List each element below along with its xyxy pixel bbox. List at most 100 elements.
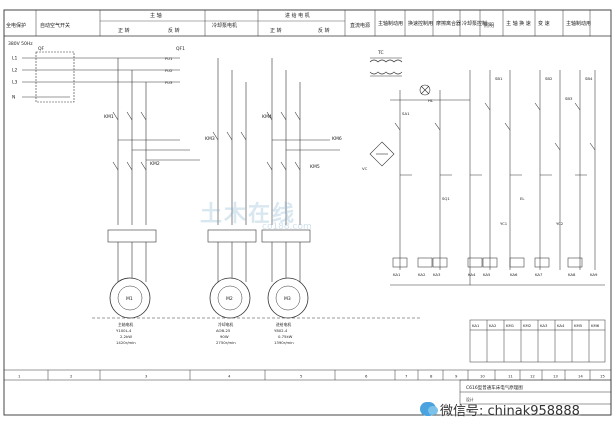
relay-label: KA5 [483, 272, 491, 277]
header-cell: 正 转 [118, 27, 130, 34]
contactor-label: KM1 [104, 114, 114, 120]
header-cell: 直流电源 [350, 22, 370, 29]
motor-name: 主轴电机 [118, 322, 133, 327]
transformer [369, 57, 403, 77]
zone-number: 3 [145, 374, 148, 379]
relay-label: KA8 [568, 272, 576, 277]
header-cell: 换速控制用 [408, 20, 433, 27]
header-cell: 反 转 [318, 27, 330, 34]
control-label: YC2 [556, 221, 564, 226]
zone-number: 14 [578, 374, 583, 379]
relay-label: KA9 [590, 272, 598, 277]
title-row: 审核 [466, 408, 474, 413]
fuse-label: FU2 [165, 68, 173, 73]
relay-label: KA2 [418, 272, 426, 277]
watermark-main: 土木在线 [200, 202, 297, 227]
contactor-label: KM4 [262, 114, 272, 120]
control-label: SB3 [565, 96, 573, 101]
header-cell: 照明 [484, 23, 494, 29]
header-cell: 正 转 [270, 27, 282, 34]
phase-label: L2 [12, 68, 18, 74]
header-cell: 自动空气开关 [40, 22, 70, 29]
control-label: VC [362, 166, 368, 171]
zone-number: 12 [530, 374, 535, 379]
header-cell: 主轴制动用 [378, 20, 403, 27]
motor-symbol: M1 [126, 296, 133, 302]
phase-label: L1 [12, 56, 18, 62]
relay-label: KA7 [535, 272, 543, 277]
relay-table-header: KM1 [506, 323, 515, 328]
control-label: HL [428, 98, 434, 103]
zone-number: 1 [18, 374, 21, 379]
zone-number: 7 [405, 374, 408, 379]
motor-m2 [209, 277, 251, 319]
control-label: SB2 [545, 76, 553, 81]
motor-m1 [109, 277, 151, 319]
header-cell: 变 速 [538, 20, 550, 27]
zone-number: 5 [300, 374, 303, 379]
relay-table-header: KM2 [523, 323, 532, 328]
relay-label: KA3 [433, 272, 441, 277]
zone-number: 10 [480, 374, 485, 379]
fuse-label: FU1 [165, 56, 173, 61]
wechat-icon [420, 402, 438, 416]
control-label: EL [520, 196, 525, 201]
transformer-label: TC [377, 50, 384, 56]
watermark-sub: co188.com [262, 222, 312, 232]
zone-number: 15 [600, 374, 605, 379]
relay-table [469, 319, 606, 363]
header-cell: 冷却泵控制 [462, 20, 487, 27]
relay-table-header: KA3 [540, 323, 548, 328]
zone-number: 2 [70, 374, 73, 379]
header-cell: 进 给 电 机 [285, 12, 310, 19]
motor-m3 [267, 277, 309, 319]
header-cell: 主 轴 换 速 [506, 20, 531, 27]
drawing-title: C616型普通车床电气原理图 [466, 384, 523, 391]
lamp [419, 84, 431, 96]
motor-spec: 1390r/min [274, 340, 294, 345]
control-label: SB1 [495, 76, 503, 81]
header-cell: 主 轴 [150, 12, 162, 19]
contactor-label: KM5 [310, 164, 320, 170]
relay-label: KA1 [393, 272, 401, 277]
supply-voltage: 380V 50Hz [8, 41, 33, 47]
header-cell: 全电保护 [6, 22, 26, 29]
breaker-label: QF1 [176, 46, 185, 52]
zone-number: 8 [430, 374, 433, 379]
zone-number: 4 [228, 374, 231, 379]
title-row: 设计 [466, 397, 474, 402]
control-label: SB4 [585, 76, 593, 81]
motor-spec: 90W [220, 334, 229, 339]
motor-symbol: M3 [284, 296, 291, 302]
relay-table-header: KA2 [489, 323, 497, 328]
header-cell: 反 转 [168, 27, 180, 34]
relay-table-header: KA1 [472, 323, 480, 328]
rectifier-bridge [369, 141, 395, 167]
breaker-label: QF [38, 46, 45, 52]
motor-spec: 1420r/min [116, 340, 136, 345]
contactor-label: KM3 [205, 136, 215, 142]
contactor-label: KM6 [332, 136, 342, 142]
relay-label: KA4 [468, 272, 476, 277]
fuse-label: FU3 [165, 80, 173, 85]
phase-label: L3 [12, 80, 18, 86]
control-circuit [390, 70, 605, 286]
motor-spec: AOB-25 [216, 328, 231, 333]
zone-number: 11 [508, 374, 513, 379]
zone-number: 6 [365, 374, 368, 379]
relay-table-header: KM6 [591, 323, 600, 328]
control-label: SA1 [402, 111, 410, 116]
motor-spec: 0.75kW [278, 334, 293, 339]
motor-symbol: M2 [226, 296, 233, 302]
control-label: YC1 [500, 221, 508, 226]
contactor-contacts [112, 111, 301, 171]
relay-table-header: KM5 [574, 323, 583, 328]
header-cell: 冷却泵电机 [212, 22, 237, 29]
motor-spec: 2.2kW [120, 334, 132, 339]
motor-spec: 2750r/min [216, 340, 236, 345]
wechat-badge: 微信号: chinak958888 [420, 400, 580, 419]
power-bus [22, 51, 420, 319]
